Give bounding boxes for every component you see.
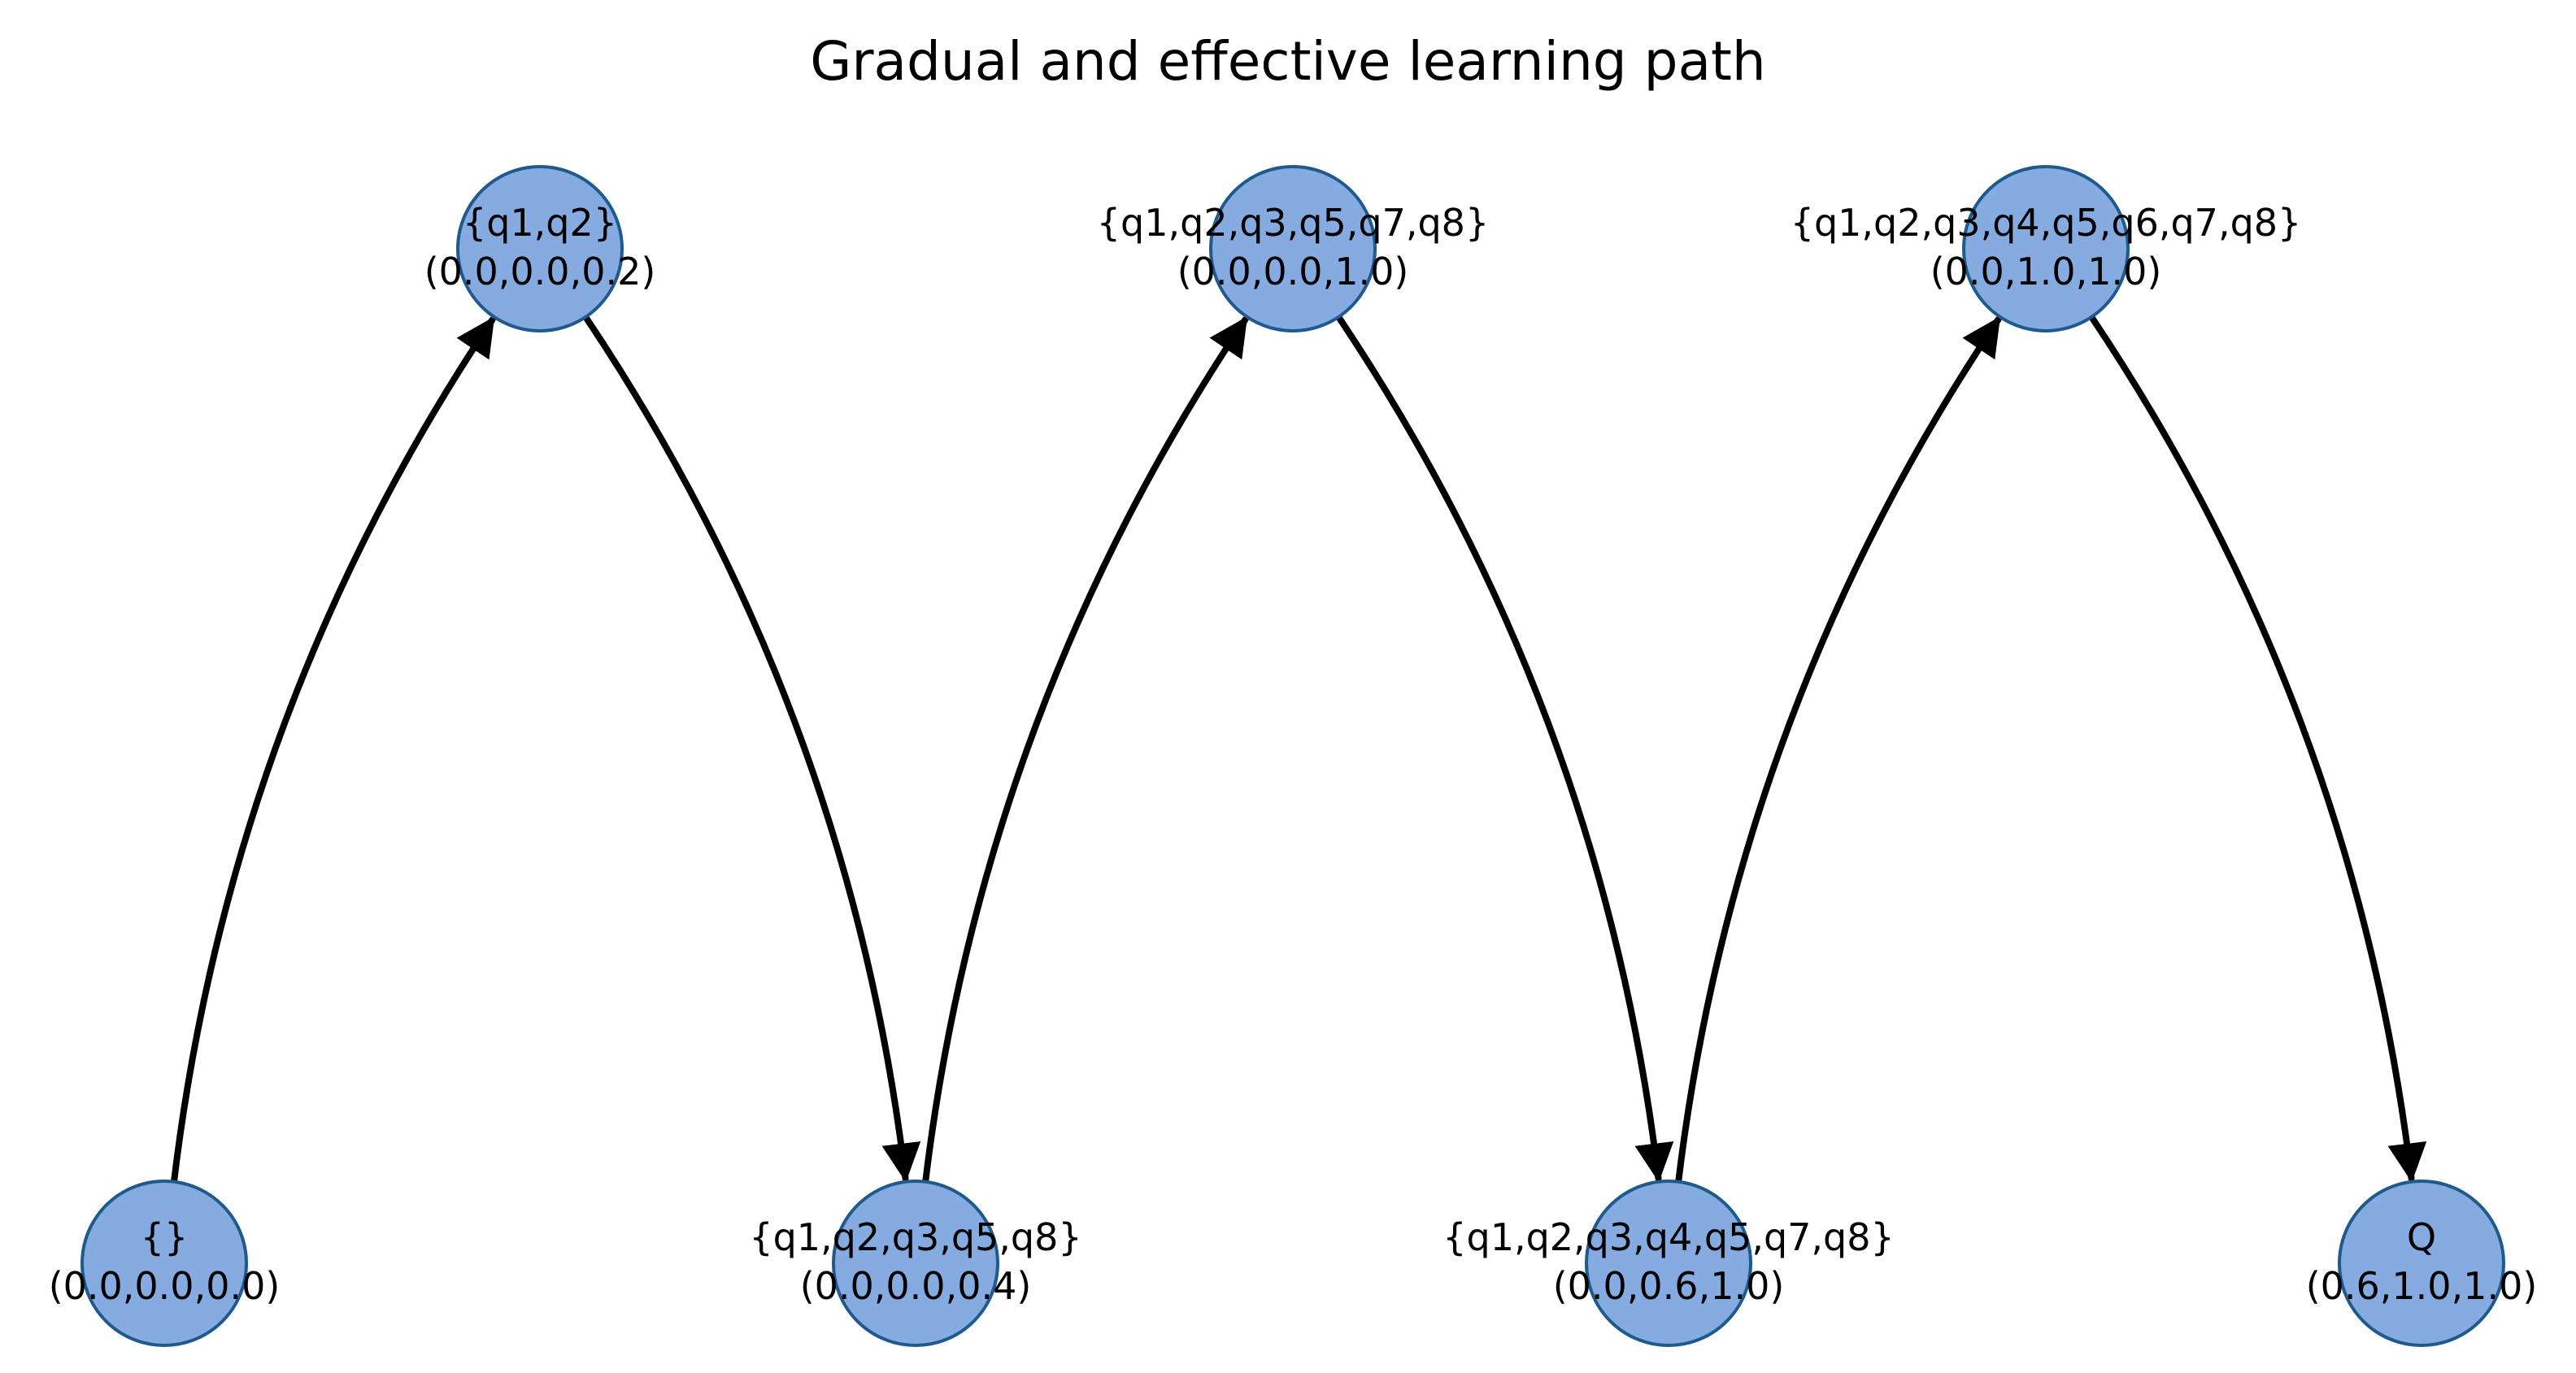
node-set-label: {q1,q2,q3,q4,q5,q7,q8} (1442, 1215, 1895, 1259)
node-circle (1585, 1180, 1752, 1347)
node-vector-label: (0.0,0.0,0.2) (424, 250, 656, 293)
node-vector-label: (0.0,1.0,1.0) (1930, 250, 2162, 293)
node-set-label: {} (141, 1215, 189, 1259)
node-set-label: {q1,q2} (463, 201, 617, 245)
edge-arrow (582, 313, 921, 1183)
node-vector-label: (0.0,0.0,0.0) (49, 1264, 281, 1308)
graph-node: {q1,q2,q3,q4,q5,q7,q8} (0.0,0.6,1.0) (1442, 1180, 1895, 1347)
graph-node: {q1,q2,q3,q5,q8} (0.0,0.0,0.4) (749, 1180, 1082, 1347)
node-set-label: {q1,q2,q3,q5,q8} (749, 1215, 1081, 1259)
node-circle (1962, 165, 2130, 332)
node-circle (832, 1180, 999, 1347)
edge-arrow (2088, 313, 2427, 1183)
edge-arrow (1675, 316, 2002, 1185)
graph-node: {q1,q2,q3,q5,q7,q8} (0.0,0.0,1.0) (1097, 165, 1489, 332)
edge-arrow (922, 316, 1249, 1185)
graph-node: {q1,q2,q3,q4,q5,q6,q7,q8} (0.0,1.0,1.0) (1791, 165, 2302, 332)
node-vector-label: (0.0,0.0,0.4) (800, 1264, 1032, 1308)
node-circle (456, 165, 624, 332)
node-vector-label: (0.6,1.0,1.0) (2306, 1264, 2538, 1308)
edges-layer (170, 313, 2427, 1185)
node-circle (80, 1180, 248, 1347)
graph-node: {} (0.0,0.0,0.0) (49, 1180, 281, 1347)
nodes-layer: {}(0.0,0.0,0.0){q1,q2}(0.0,0.0,0.2){q1,q… (49, 165, 2538, 1347)
diagram-title: Gradual and effective learning path (810, 30, 1765, 93)
graph-node: {q1,q2} (0.0,0.0,0.2) (424, 165, 656, 332)
node-set-label: {q1,q2,q3,q4,q5,q6,q7,q8} (1791, 201, 2302, 245)
node-vector-label: (0.0,0.0,1.0) (1177, 250, 1409, 293)
node-vector-label: (0.0,0.6,1.0) (1553, 1264, 1785, 1308)
edge-arrow (1335, 313, 1674, 1183)
graph-node: Q (0.6,1.0,1.0) (2306, 1180, 2538, 1347)
edge-arrow (170, 316, 496, 1185)
node-circle (2338, 1180, 2505, 1347)
node-circle (1209, 165, 1377, 332)
node-set-label: Q (2407, 1215, 2436, 1259)
node-set-label: {q1,q2,q3,q5,q7,q8} (1097, 201, 1489, 245)
